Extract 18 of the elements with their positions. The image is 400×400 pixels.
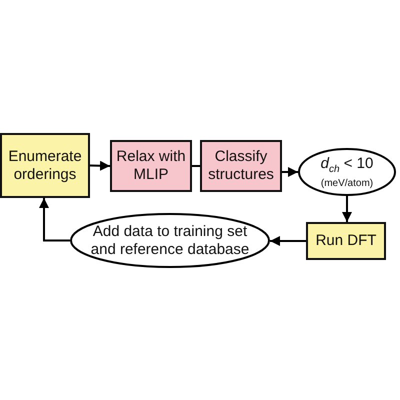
node-label: Add data to training set and reference database xyxy=(90,222,250,258)
decision-ellipse xyxy=(298,148,396,196)
process-box xyxy=(110,140,192,192)
decision-ellipse xyxy=(70,213,270,268)
process-box xyxy=(0,133,90,198)
arrow xyxy=(342,196,352,222)
arrow xyxy=(282,167,298,177)
process-box xyxy=(306,222,386,260)
node-label: Classify structures xyxy=(207,148,275,184)
node-label: Run DFT xyxy=(316,232,376,250)
arrow xyxy=(39,198,70,242)
node-label: Relax with MLIP xyxy=(115,148,187,184)
unit-label: (meV/atom) xyxy=(320,179,374,189)
arrow xyxy=(90,160,110,171)
process-box xyxy=(200,140,282,192)
node-label: Enumerate orderings xyxy=(7,148,83,184)
node-label: d$_{ch}$ < 10 xyxy=(320,155,374,177)
arrow xyxy=(270,236,306,246)
